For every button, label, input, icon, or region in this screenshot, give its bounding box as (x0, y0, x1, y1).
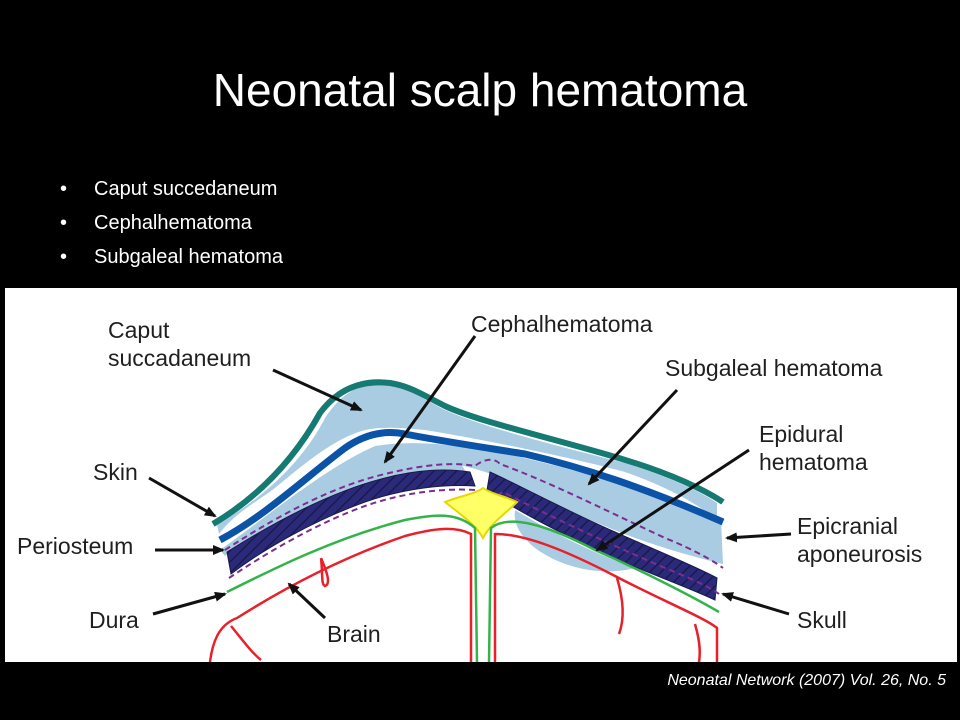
bullet-text: Cephalhematoma (94, 212, 252, 234)
arrow-epidural (595, 448, 750, 552)
arrow-caput (272, 368, 363, 412)
arrow-cephalhematoma (383, 335, 477, 464)
bullet-list: • Caput succedaneum • Cephalhematoma • S… (60, 172, 283, 274)
bullet-item: • Subgaleal hematoma (60, 240, 283, 274)
brain-sulcus (230, 625, 262, 661)
arrow-brain (287, 582, 327, 620)
skin-layer (211, 379, 725, 527)
bullet-text: Subgaleal hematoma (94, 246, 284, 268)
arrow-subgaleal (587, 388, 679, 486)
caput-succedaneum-region (217, 383, 717, 534)
dura-layer (226, 514, 720, 662)
arrow-dura (152, 591, 227, 616)
periosteum-layer (224, 458, 724, 569)
arrow-skin (148, 476, 217, 518)
label-epidural-line2: hematoma (759, 449, 868, 475)
brain-sulcus (615, 577, 624, 635)
label-skull: Skull (797, 607, 847, 633)
bullet-text: Caput succedaneum (94, 178, 278, 200)
label-epidural-line1: Epidural (759, 421, 843, 447)
skull-right (486, 471, 718, 601)
brain-sulcus (693, 623, 702, 662)
brain-sulcus (319, 557, 330, 588)
bullet-marker: • (60, 212, 68, 234)
scalp-layers-diagram: Caput succadaneum Cephalhematoma Subgale… (17, 311, 922, 662)
slide-title: Neonatal scalp hematoma (212, 64, 748, 116)
label-periosteum: Periosteum (17, 533, 133, 559)
epicranial-aponeurosis-layer (218, 429, 725, 544)
citation: Neonatal Network (2007) Vol. 26, No. 5 (667, 672, 946, 689)
label-cephalhematoma: Cephalhematoma (471, 311, 653, 337)
label-subgaleal: Subgaleal hematoma (665, 355, 883, 381)
scalp-layers-figure: Caput succadaneum Cephalhematoma Subgale… (5, 288, 957, 662)
epidural-hematoma-region (514, 510, 635, 572)
label-brain: Brain (327, 621, 381, 647)
label-caput-line1: Caput (108, 317, 170, 343)
arrow-skull (721, 592, 790, 616)
bullet-marker: • (60, 246, 68, 268)
bullet-marker: • (60, 178, 68, 200)
skull-left (226, 469, 476, 575)
bullet-item: • Caput succedaneum (60, 172, 283, 206)
label-epicranial-line2: aponeurosis (797, 541, 922, 567)
bullet-item: • Cephalhematoma (60, 206, 283, 240)
label-dura: Dura (89, 607, 139, 633)
label-caput-line2: succadaneum (108, 345, 251, 371)
arrow-epicranial (725, 532, 792, 543)
label-epicranial-line1: Epicranial (797, 513, 898, 539)
periosteum-inner (228, 488, 720, 595)
label-skin: Skin (93, 459, 138, 485)
